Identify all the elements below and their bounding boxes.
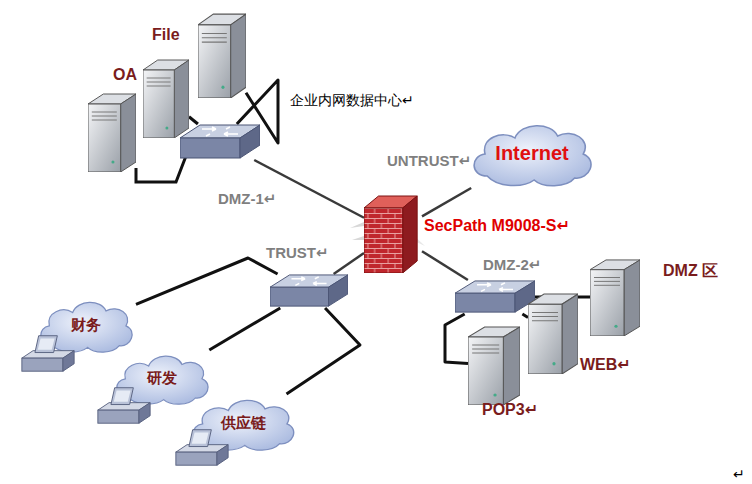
fw-icon: [364, 196, 417, 273]
switch-node: DMZ-2↵: [455, 280, 535, 314]
node-label: POP3↵: [482, 401, 538, 419]
srv-icon: [590, 260, 640, 336]
cloud-icon: [474, 126, 591, 186]
sw-icon: [180, 125, 260, 158]
edge-label: UNTRUST↵: [386, 152, 472, 170]
computer-icon: [22, 336, 74, 371]
network-link: [189, 117, 198, 124]
network-link: [287, 308, 361, 394]
network-link: [254, 160, 364, 218]
sw-icon: [270, 275, 348, 306]
network-link: [445, 314, 468, 363]
node-icon: [270, 274, 348, 308]
server-node: DMZ 区: [590, 258, 640, 336]
node-label: SecPath M9008-S↵: [424, 217, 570, 235]
computer-icon: [98, 388, 150, 423]
firewall-node: SecPath M9008-S↵: [364, 193, 422, 273]
network-wire: [136, 156, 186, 182]
node-label: WEB↵: [580, 356, 631, 374]
cloud-node: 研发: [112, 350, 212, 406]
note-label: ↵: [733, 466, 745, 482]
node-icon: [455, 280, 535, 314]
node-label: DMZ-2↵: [483, 256, 541, 273]
network-link: [136, 258, 278, 304]
node-icon: [468, 325, 520, 405]
node-label: 研发: [147, 369, 177, 386]
node-label: DMZ 区: [663, 262, 718, 280]
node-icon: [364, 193, 422, 273]
switch-node: TRUST↵: [270, 274, 348, 308]
node-icon: [528, 292, 578, 374]
node-icon: [180, 124, 260, 160]
srv-icon: [198, 14, 246, 98]
node-icon: [143, 58, 189, 138]
srv-icon: [143, 60, 189, 138]
network-link: [422, 251, 468, 280]
node-label: 供应链: [221, 414, 266, 431]
server-icon: [88, 94, 136, 172]
srv-icon: [528, 294, 578, 374]
cloud-node: 财务: [36, 296, 136, 354]
server-icon: [88, 94, 136, 172]
node-label: DMZ-1↵: [218, 190, 276, 207]
note-label: 企业内网数据中心↵: [290, 92, 414, 110]
srv-icon: [468, 327, 520, 405]
node-label: TRUST↵: [266, 244, 329, 261]
sw-icon: [455, 281, 535, 312]
server-node: File: [198, 12, 246, 98]
firewall-ray: [352, 236, 364, 240]
node-label: 财务: [71, 316, 101, 333]
cloud-node: Internet: [468, 118, 596, 188]
server-node: POP3↵: [468, 325, 520, 405]
switch-node: DMZ-1↵: [180, 124, 260, 160]
computer-icon: [176, 430, 228, 465]
network-link: [422, 188, 471, 216]
node-icon: [198, 12, 246, 98]
node-icon: [590, 258, 640, 336]
network-link: [522, 314, 528, 317]
node-label: File: [152, 26, 180, 44]
cloud-node: 供应链: [188, 394, 298, 452]
server-node: OA: [143, 58, 189, 138]
firewall-ray: [350, 222, 364, 228]
network-link: [209, 308, 280, 350]
node-label: OA: [113, 66, 137, 84]
node-label: Internet: [495, 142, 568, 165]
server-node: WEB↵: [528, 292, 578, 374]
network-link: [334, 253, 364, 274]
